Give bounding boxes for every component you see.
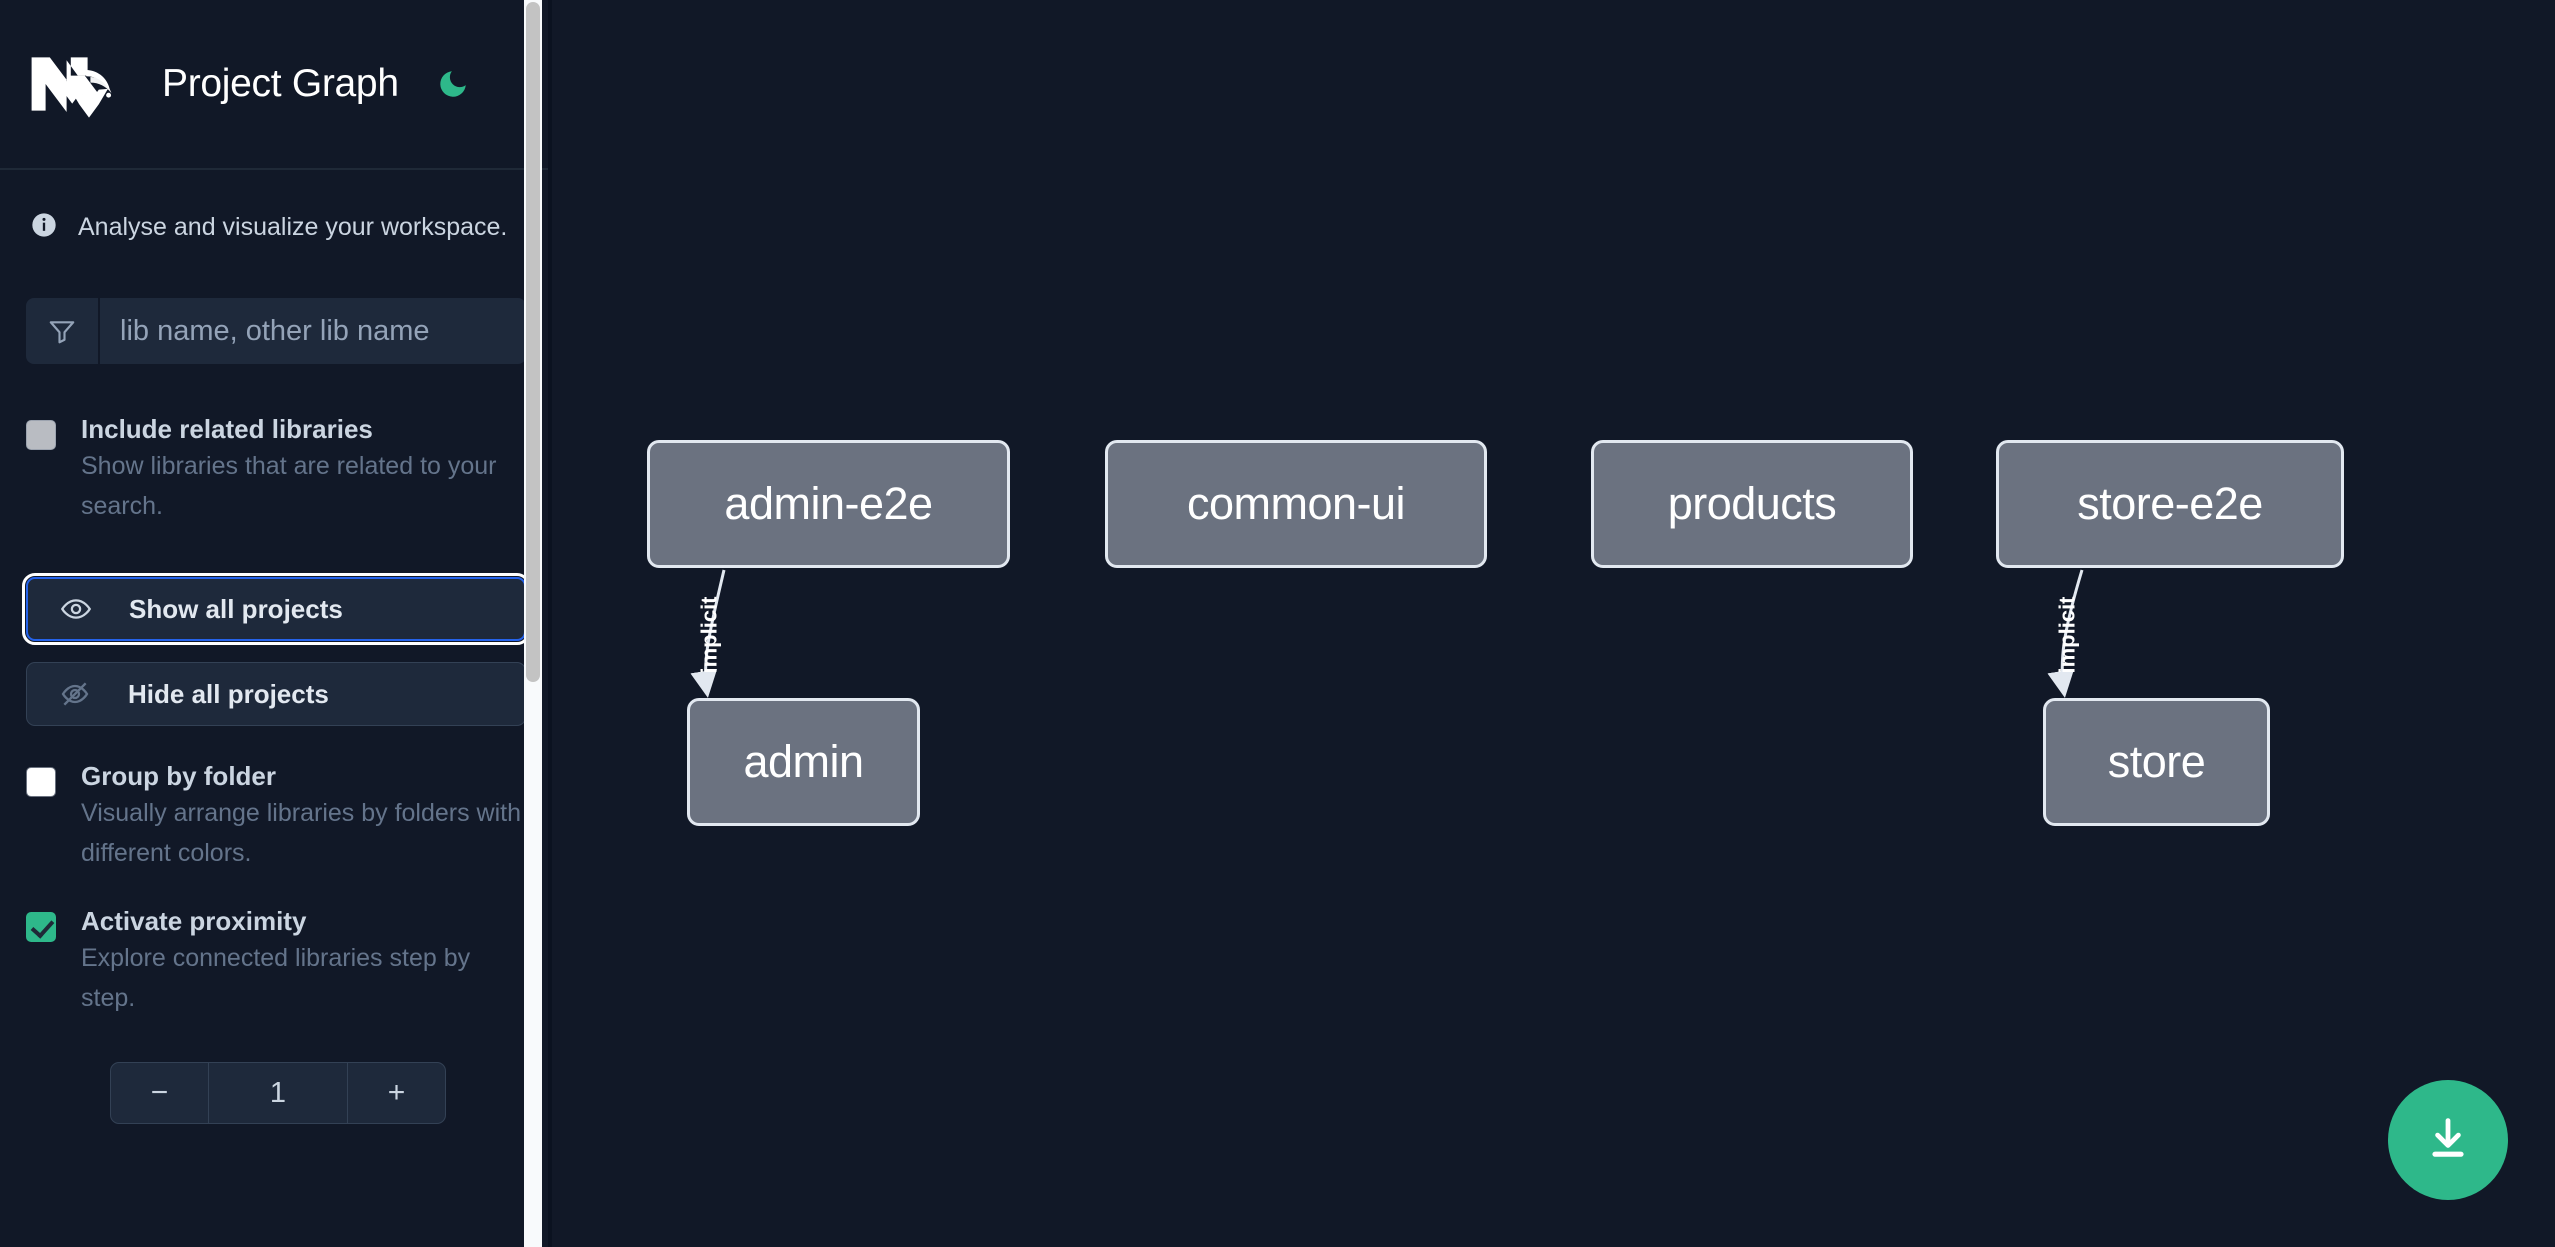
option-group-by-folder[interactable]: Group by folder Visually arrange librari…	[0, 726, 552, 873]
download-icon	[2422, 1113, 2474, 1168]
moon-icon[interactable]	[433, 64, 473, 104]
graph-node-label: common-ui	[1186, 478, 1406, 529]
sidebar-scrollbar[interactable]	[524, 0, 542, 1247]
workspace-tagline: Analyse and visualize your workspace.	[0, 170, 552, 244]
sidebar: Project Graph Analyse and visualize yo	[0, 0, 552, 1247]
option-include-related-libraries[interactable]: Include related libraries Show libraries…	[0, 364, 552, 526]
graph-node-admin-e2e[interactable]: admin-e2e	[647, 440, 1010, 568]
option-activate-proximity[interactable]: Activate proximity Explore connected lib…	[0, 873, 552, 1018]
edge-store-e2e-to-store	[2047, 569, 2084, 698]
proximity-value[interactable]: 1	[269, 1076, 287, 1109]
proximity-decrement-button[interactable]: −	[111, 1063, 209, 1123]
filter-field[interactable]	[26, 298, 526, 364]
funnel-icon	[26, 298, 100, 364]
sidebar-scrollbar-thumb[interactable]	[526, 2, 540, 682]
graph-node-store[interactable]: store	[2043, 698, 2270, 826]
graph-node-admin[interactable]: admin	[687, 698, 920, 826]
info-icon	[30, 211, 58, 244]
graph-node-common-ui[interactable]: common-ui	[1105, 440, 1487, 568]
graph-node-label: store-e2e	[2077, 478, 2263, 529]
graph-node-label: admin	[743, 736, 864, 787]
download-graph-button[interactable]	[2388, 1080, 2508, 1200]
sidebar-divider	[548, 0, 552, 1247]
group-by-folder-checkbox[interactable]	[26, 767, 56, 797]
include-related-libraries-checkbox	[26, 420, 56, 450]
activate-proximity-description: Explore connected libraries step by step…	[81, 944, 471, 1012]
hide-all-projects-label: Hide all projects	[128, 678, 329, 709]
group-by-folder-description: Visually arrange libraries by folders wi…	[81, 799, 522, 867]
graph-node-store-e2e[interactable]: store-e2e	[1996, 440, 2344, 568]
group-by-folder-label: Group by folder	[81, 761, 276, 791]
activate-proximity-label: Activate proximity	[81, 906, 307, 936]
activate-proximity-checkbox[interactable]	[26, 912, 56, 942]
graph-node-label: products	[1667, 478, 1837, 529]
sidebar-header: Project Graph	[0, 0, 552, 170]
page-title: Project Graph	[162, 62, 399, 105]
graph-node-products[interactable]: products	[1591, 440, 1913, 568]
graph-canvas[interactable]: admin-e2e common-ui products store-e2e a…	[552, 0, 2555, 1247]
proximity-increment-button[interactable]: +	[347, 1063, 445, 1123]
proximity-stepper: − 1 +	[110, 1062, 446, 1124]
show-all-projects-button[interactable]: Show all projects	[22, 573, 530, 645]
show-all-projects-label: Show all projects	[129, 593, 343, 624]
eye-icon	[60, 593, 102, 625]
tagline-text: Analyse and visualize your workspace.	[78, 213, 508, 241]
include-related-libraries-description: Show libraries that are related to your …	[81, 452, 497, 520]
sidebar-scroll-area: Project Graph Analyse and visualize yo	[0, 0, 552, 1247]
edge-admin-e2e-to-admin	[690, 569, 726, 698]
search-input[interactable]	[100, 298, 526, 364]
eye-off-icon	[59, 678, 101, 710]
include-related-libraries-label: Include related libraries	[81, 414, 373, 444]
nx-logo-icon	[26, 49, 124, 119]
graph-node-label: store	[2107, 736, 2206, 787]
graph-edges-layer	[690, 569, 2084, 698]
graph-node-label: admin-e2e	[724, 478, 933, 529]
hide-all-projects-button[interactable]: Hide all projects	[26, 662, 526, 726]
